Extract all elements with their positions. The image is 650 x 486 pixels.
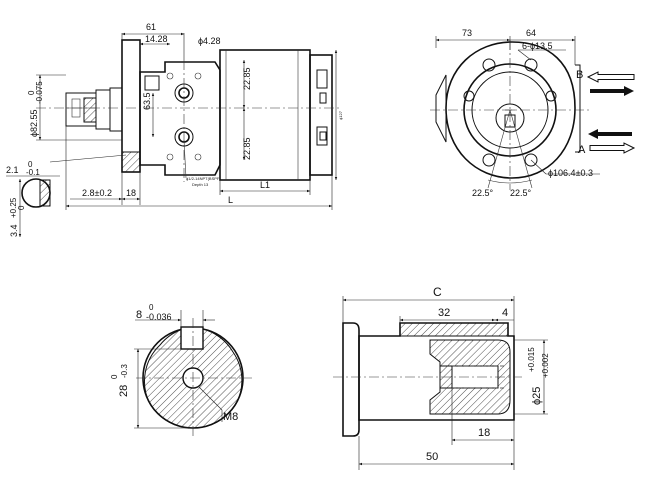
dim-18: 18 xyxy=(478,427,490,439)
dim-bolt-offset: 14.28 xyxy=(145,34,168,44)
dim-key-height-28: 28 xyxy=(118,385,130,397)
dim-shaft-tol-lower: +0.002 xyxy=(541,353,550,378)
dim-body-dia: ϕ127 xyxy=(338,110,343,120)
shaft-section-view: 8 0 -0.036 28 0 -0.3 M8 xyxy=(110,303,252,438)
dim-angle-right: 22.5° xyxy=(510,188,532,198)
port-note-2: Depth 13 xyxy=(192,182,209,187)
dim-angle-left: 22.5° xyxy=(472,188,494,198)
dim-total: L xyxy=(228,195,233,205)
dim-key-height-28-tol-lower: -0.3 xyxy=(120,364,129,378)
dim-pilot-dia: ϕ82.55 xyxy=(29,109,39,137)
dim-bolt-circle: ϕ106.4±0.3 xyxy=(548,168,593,178)
dim-pilot-tol-lower: -0.075 xyxy=(35,81,44,104)
port-note-1: ϕ1/2-14NPT(BSPF) xyxy=(186,176,221,181)
dim-thread: M8 xyxy=(223,411,238,423)
dim-port-spacing: 63.5 xyxy=(142,92,152,110)
dim-50: 50 xyxy=(426,451,438,463)
dim-bolt-holes: 6-ϕ13.5 xyxy=(522,41,553,51)
dim-shaft-tol-upper: +0.015 xyxy=(527,347,536,372)
dim-key-depth: 2.1 xyxy=(6,165,19,175)
dim-pilot-tol-upper: 0 xyxy=(27,90,36,95)
dim-key-width: 8 xyxy=(136,309,142,321)
dim-l1: L1 xyxy=(260,180,270,190)
label-a: A xyxy=(578,144,586,156)
dim-flange-18: 18 xyxy=(126,188,136,198)
dim-key-height-tol-upper: +0.25 xyxy=(9,197,18,218)
dim-port-lower: 22.85 xyxy=(242,137,252,160)
dim-4: 4 xyxy=(502,307,508,319)
motor-side-view: 61 14.28 ϕ4.28 ϕ82.55 0 -0.075 63.5 22.8… xyxy=(6,22,343,237)
dim-hole-dia: ϕ4.28 xyxy=(198,36,221,46)
dim-key-depth-tol-lower: -0.1 xyxy=(26,168,40,177)
dim-key-width-tol-upper: 0 xyxy=(149,303,154,312)
dim-key-height: 3.4 xyxy=(9,224,19,237)
dim-flange-thk: 2.8±0.2 xyxy=(82,188,112,198)
dim-key-width-tol-lower: -0.036 xyxy=(146,312,172,322)
dim-73: 73 xyxy=(462,28,472,38)
dim-flange-width: 61 xyxy=(146,22,156,32)
dim-c: C xyxy=(433,285,442,299)
dim-64: 64 xyxy=(526,28,536,38)
label-b: B xyxy=(576,69,583,81)
shaft-side-view: C 32 4 ϕ25 +0.015 +0.002 18 50 xyxy=(333,285,550,470)
dim-key-depth-tol-upper: 0 xyxy=(28,160,33,169)
dim-shaft-dia: ϕ25 xyxy=(531,387,543,405)
dim-key-height-28-tol-upper: 0 xyxy=(110,374,119,379)
dim-32: 32 xyxy=(438,307,450,319)
dim-key-height-tol-lower: 0 xyxy=(17,205,26,210)
motor-end-view: 73 64 6-ϕ13.5 ϕ106.4±0.3 22.5° 22.5° B A xyxy=(430,28,636,198)
dim-port-upper: 22.85 xyxy=(242,67,252,90)
